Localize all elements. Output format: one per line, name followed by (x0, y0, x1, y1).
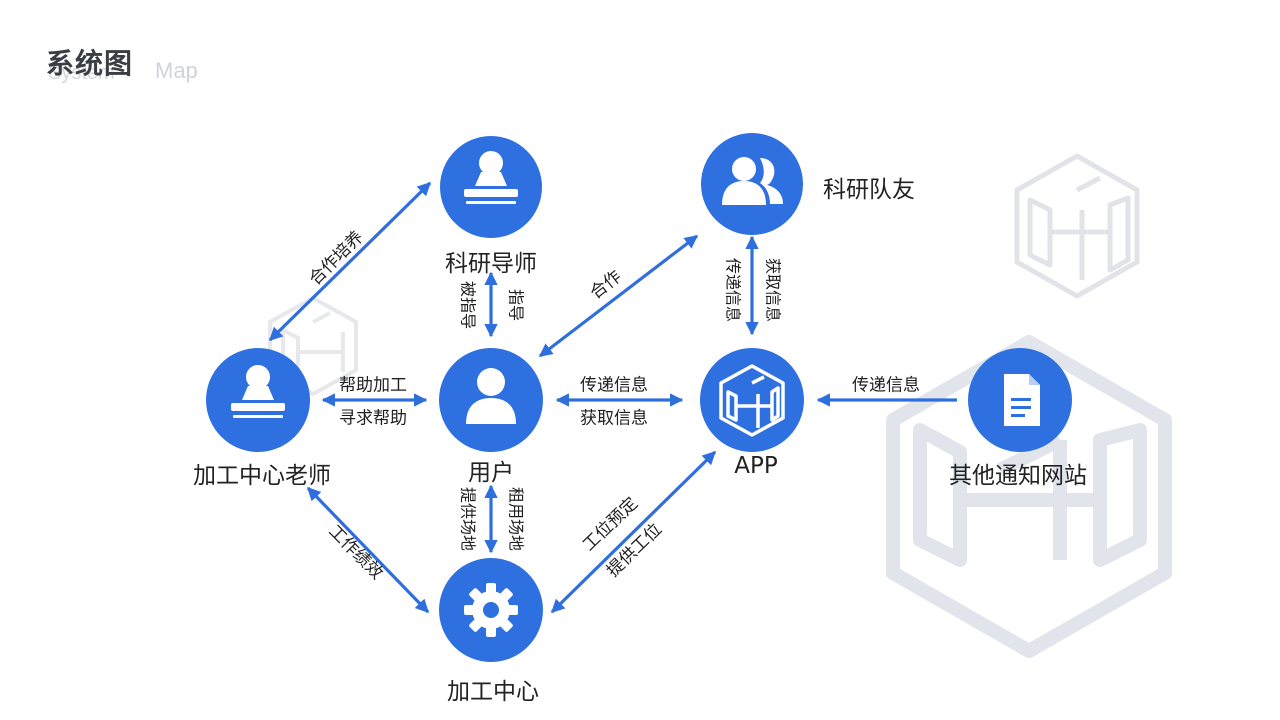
page-subtitle: Map (155, 58, 198, 83)
node-label-teacher: 加工中心老师 (193, 463, 331, 489)
users-icon (722, 157, 783, 205)
node-user (439, 348, 543, 452)
watermark-cube-small (1014, 153, 1140, 299)
arrow-teacher-mentor (268, 181, 432, 342)
arrow-user-teammate (538, 234, 699, 358)
edge-label-teammate-app-b: 获取信息 (764, 258, 783, 322)
edge-label-mentor-user-b: 指导 (507, 289, 526, 321)
edge-label-user-app-b: 获取信息 (580, 408, 648, 429)
edge-label-user-app-a: 传递信息 (580, 375, 648, 396)
node-label-user: 用户 (468, 460, 514, 486)
stamp-icon (231, 365, 285, 418)
node-teammate (701, 133, 803, 235)
edge-label-user-center-a: 提供场地 (459, 487, 478, 551)
arrow-teacher-center (306, 486, 430, 614)
gear-icon (464, 583, 518, 637)
cube-logo-icon (719, 364, 785, 437)
watermark-cube-large (886, 335, 1172, 658)
node-app (700, 348, 804, 452)
edge-label-teacher-mentor: 合作培养 (305, 227, 367, 289)
edge-label-teammate-app-a: 传递信息 (724, 258, 743, 322)
document-icon (1004, 374, 1040, 426)
arrow-center-app (550, 450, 717, 614)
edge-label-teacher-user-b: 寻求帮助 (339, 408, 407, 429)
node-teacher (206, 348, 310, 452)
node-site (968, 348, 1072, 452)
node-label-app: APP (734, 453, 778, 479)
node-label-site: 其他通知网站 (949, 463, 1087, 489)
node-center (439, 558, 543, 662)
user-icon (466, 368, 516, 424)
node-label-teammate: 科研队友 (823, 177, 915, 203)
title-ghost-text: System (48, 62, 115, 84)
edge-label-teacher-user-a: 帮助加工 (339, 375, 407, 396)
edge-label-teacher-center: 工作绩效 (324, 521, 386, 583)
node-label-center: 加工中心 (447, 679, 539, 705)
edge-label-site-app: 传递信息 (852, 375, 920, 396)
edge-label-user-teammate: 合作 (586, 267, 625, 304)
edge-label-mentor-user-a: 被指导 (459, 281, 478, 329)
page-title: 系统图 (46, 47, 134, 80)
edge-label-user-center-b: 租用场地 (507, 487, 526, 551)
stamp-icon (464, 151, 518, 204)
node-mentor (440, 136, 542, 238)
node-label-mentor: 科研导师 (445, 251, 537, 277)
